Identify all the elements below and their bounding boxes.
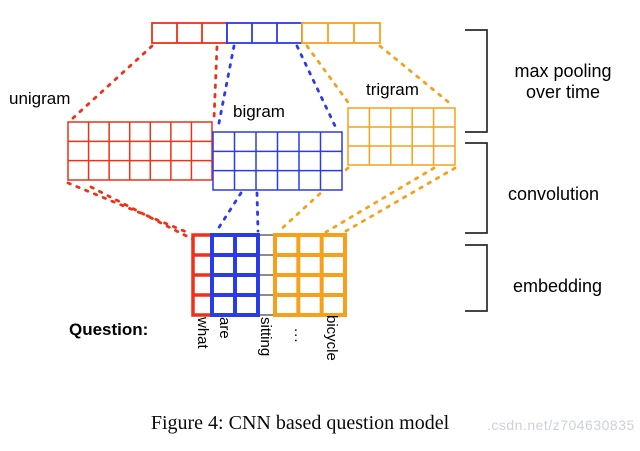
label-max-pooling: max pooling over time: [497, 61, 629, 103]
dashed-connection-blue-7: [255, 191, 260, 233]
dashed-connection-orange-11: [324, 166, 436, 234]
label-question: Question:: [69, 320, 149, 339]
label-bigram: bigram: [233, 102, 285, 121]
bracket-convolution: [465, 142, 488, 234]
pool-strip-orange: [301, 22, 381, 44]
word-what: what: [194, 317, 211, 349]
label-max-pooling-line2: over time: [525, 82, 601, 102]
label-trigram: trigram: [366, 80, 419, 99]
dashed-connection-red-2: [66, 181, 191, 235]
dashed-connection-orange-8: [305, 44, 352, 107]
label-convolution: convolution: [508, 184, 600, 204]
dashed-connection-red-0: [70, 44, 154, 121]
figure-caption: Figure 4: CNN based question model: [150, 412, 450, 434]
dashed-connection-red-1: [212, 45, 219, 121]
dashed-connection-orange-10: [276, 166, 350, 234]
word-are: are: [216, 317, 233, 339]
watermark-text: .csdn.net/z704630835: [487, 417, 635, 433]
word-sitting: sitting: [257, 317, 274, 357]
dashed-connection-orange-9: [378, 44, 454, 107]
label-max-pooling-line1: max pooling: [514, 61, 612, 81]
bracket-embedding: [465, 244, 488, 312]
dashed-connection-red-3: [89, 185, 200, 244]
label-unigram: unigram: [9, 89, 71, 108]
pool-strip-blue: [226, 22, 303, 44]
dashed-connection-blue-5: [295, 44, 338, 130]
dashed-connection-blue-4: [216, 44, 236, 130]
trigram-feature-grid: [347, 107, 456, 166]
pool-strip-red: [151, 22, 228, 44]
dashed-connection-orange-12: [344, 166, 457, 233]
dashed-connection-blue-6: [214, 191, 243, 234]
label-embedding: embedding: [513, 276, 603, 296]
unigram-feature-grid: [67, 121, 213, 181]
bracket-max-pooling: [465, 29, 488, 133]
word-ellipsis: ...: [291, 328, 308, 344]
word-bicycle: bicycle: [323, 315, 340, 361]
